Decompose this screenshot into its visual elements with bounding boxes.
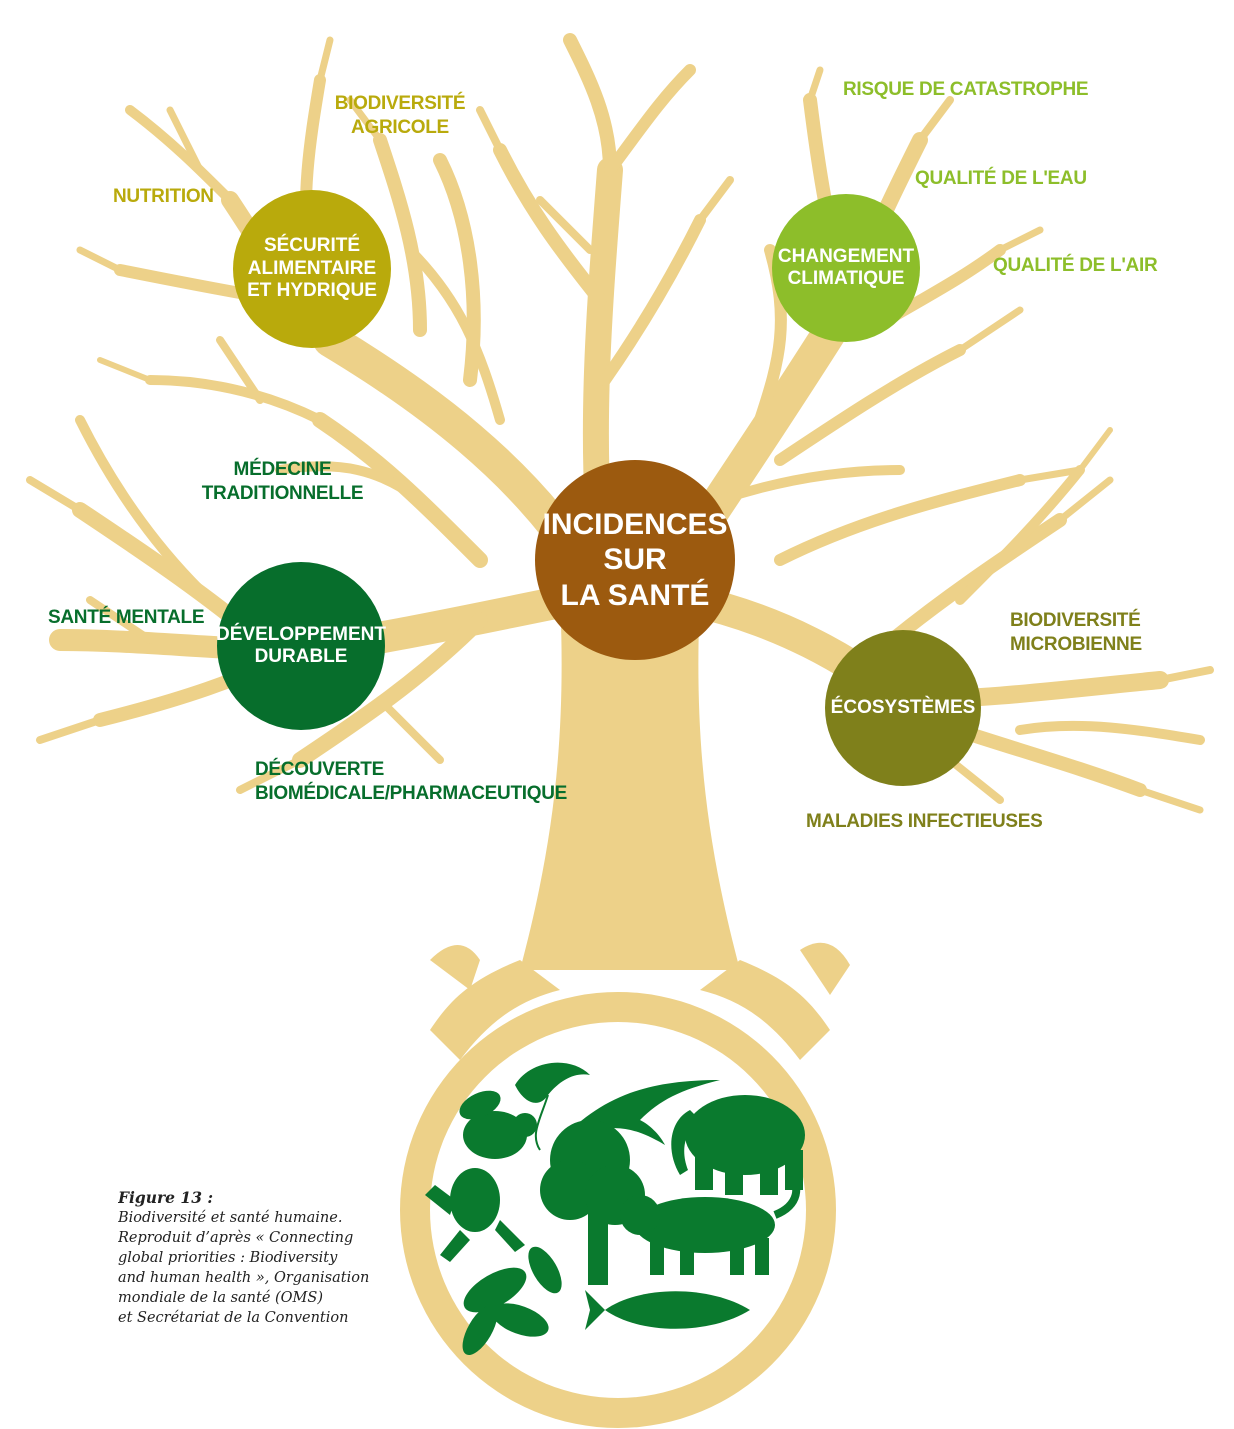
elephant-icon [671,1095,805,1195]
label-nutrition: NUTRITION [113,186,214,207]
label-biomedical-discovery: DÉCOUVERTE BIOMÉDICALE/PHARMACEUTIQUE [255,759,568,804]
root-knob-right [800,942,850,995]
label-mental-health: SANTÉ MENTALE [48,607,205,628]
center-circle-health-impacts: INCIDENCES SUR LA SANTÉ [535,460,735,660]
root-knob-left [430,945,480,990]
circle-food-water-security: SÉCURITÉ ALIMENTAIRE ET HYDRIQUE [233,190,391,348]
circle-climate-change: CHANGEMENT CLIMATIQUE [772,194,920,342]
figure-caption-body: Biodiversité et santé humaine. Reproduit… [118,1210,370,1327]
plant-icon [462,1246,562,1355]
figure-caption: Figure 13 : Biodiversité et santé humain… [118,1187,418,1429]
label-agricultural-biodiversity: BIODIVERSITÉ AGRICOLE [334,93,466,138]
label-disaster-risk: RISQUE DE CATASTROPHE [843,79,1089,100]
root-left [430,960,560,1060]
circle-sustainable-development: DÉVELOPPEMENT DURABLE [216,562,386,730]
tiger-icon [620,1172,801,1275]
label-microbial-biodiversity: BIODIVERSITÉ MICROBIENNE [1010,610,1142,655]
root-right [700,960,830,1060]
label-water-quality: QUALITÉ DE L'EAU [915,168,1087,189]
fish-icon [585,1290,750,1330]
label-air-quality: QUALITÉ DE L'AIR [993,255,1158,276]
label-infectious-diseases: MALADIES INFECTIEUSES [806,811,1043,832]
frog-icon [425,1168,525,1262]
circle-ecosystems: ÉCOSYSTÈMES [825,630,981,786]
label-traditional-medicine: MÉDECINE TRADITIONNELLE [201,459,364,504]
bee-icon [459,1090,537,1159]
figure-caption-title: Figure 13 : [118,1188,214,1207]
shrimp-icon [515,1062,590,1151]
